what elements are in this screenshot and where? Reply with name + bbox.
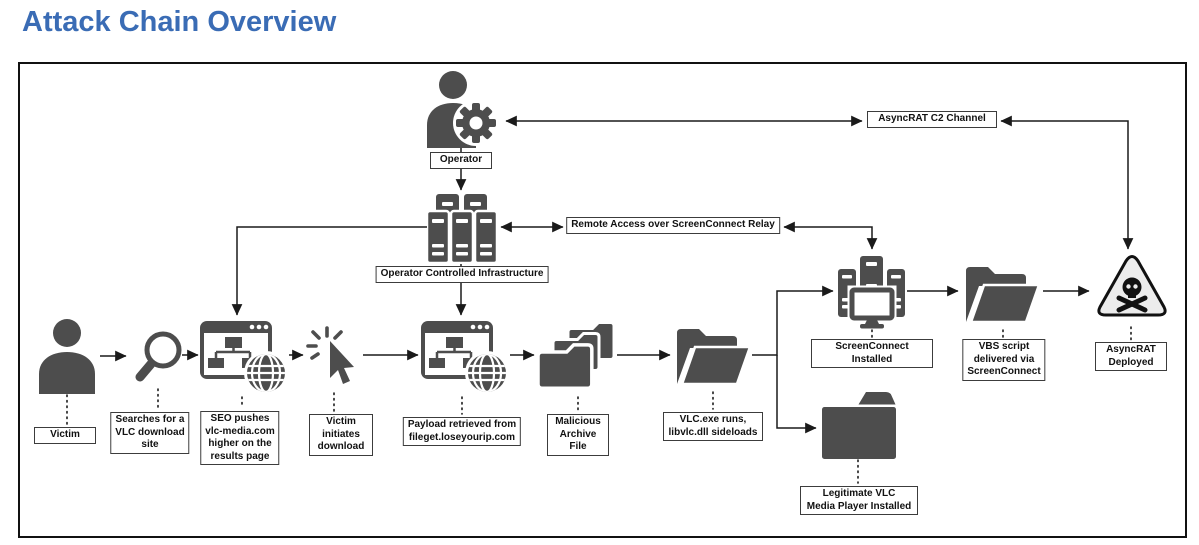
label-screenconnect: ScreenConnect Installed <box>811 339 933 368</box>
edge-vlc-branch-down <box>776 355 817 434</box>
page-title: Attack Chain Overview <box>22 6 337 38</box>
label-payload: Payload retrieved from fileget.loseyouri… <box>402 417 522 446</box>
label-asyncrat: AsyncRAT Deployed <box>1095 342 1167 371</box>
label-c2-channel: AsyncRAT C2 Channel <box>867 111 997 128</box>
label-relay-channel: Remote Access over ScreenConnect Relay <box>566 217 780 234</box>
label-archive: Malicious Archive File <box>547 414 609 456</box>
label-vbs: VBS script delivered via ScreenConnect <box>962 339 1046 381</box>
operator-person-gear-icon <box>427 71 499 148</box>
victim-person-icon <box>39 319 95 394</box>
asyncrat-hazard-skull-icon <box>1097 255 1167 317</box>
payload-browser-globe-icon <box>421 321 509 395</box>
edge-c2-right <box>1000 115 1134 250</box>
label-seo: SEO pushes vlc-media.com higher on the r… <box>200 411 280 465</box>
cursor-click-icon <box>306 326 354 384</box>
label-victim: Victim <box>34 427 96 444</box>
seo-browser-globe-icon <box>200 321 288 395</box>
vlc-open-folder-icon <box>677 329 752 386</box>
edge-vlc-branch-up <box>752 285 834 356</box>
label-vlc-runs: VLC.exe runs, libvlc.dll sideloads <box>663 412 763 441</box>
label-operator: Operator <box>430 152 492 169</box>
search-magnifier-icon <box>135 331 182 382</box>
label-initiates: Victim initiates download <box>309 414 373 456</box>
server-stack-icon <box>427 194 497 264</box>
label-legit: Legitimate VLC Media Player Installed <box>800 486 918 515</box>
label-search: Searches for a VLC download site <box>110 412 190 454</box>
edge-relay-right <box>783 221 878 250</box>
edge-infra-to-seo <box>231 226 427 316</box>
label-infrastructure: Operator Controlled Infrastructure <box>375 266 549 283</box>
vbs-open-folder-icon <box>966 267 1041 324</box>
archive-folder-stack-icon <box>538 321 616 390</box>
screenconnect-machine-icon <box>838 256 905 329</box>
legit-closed-folder-icon <box>822 392 896 459</box>
